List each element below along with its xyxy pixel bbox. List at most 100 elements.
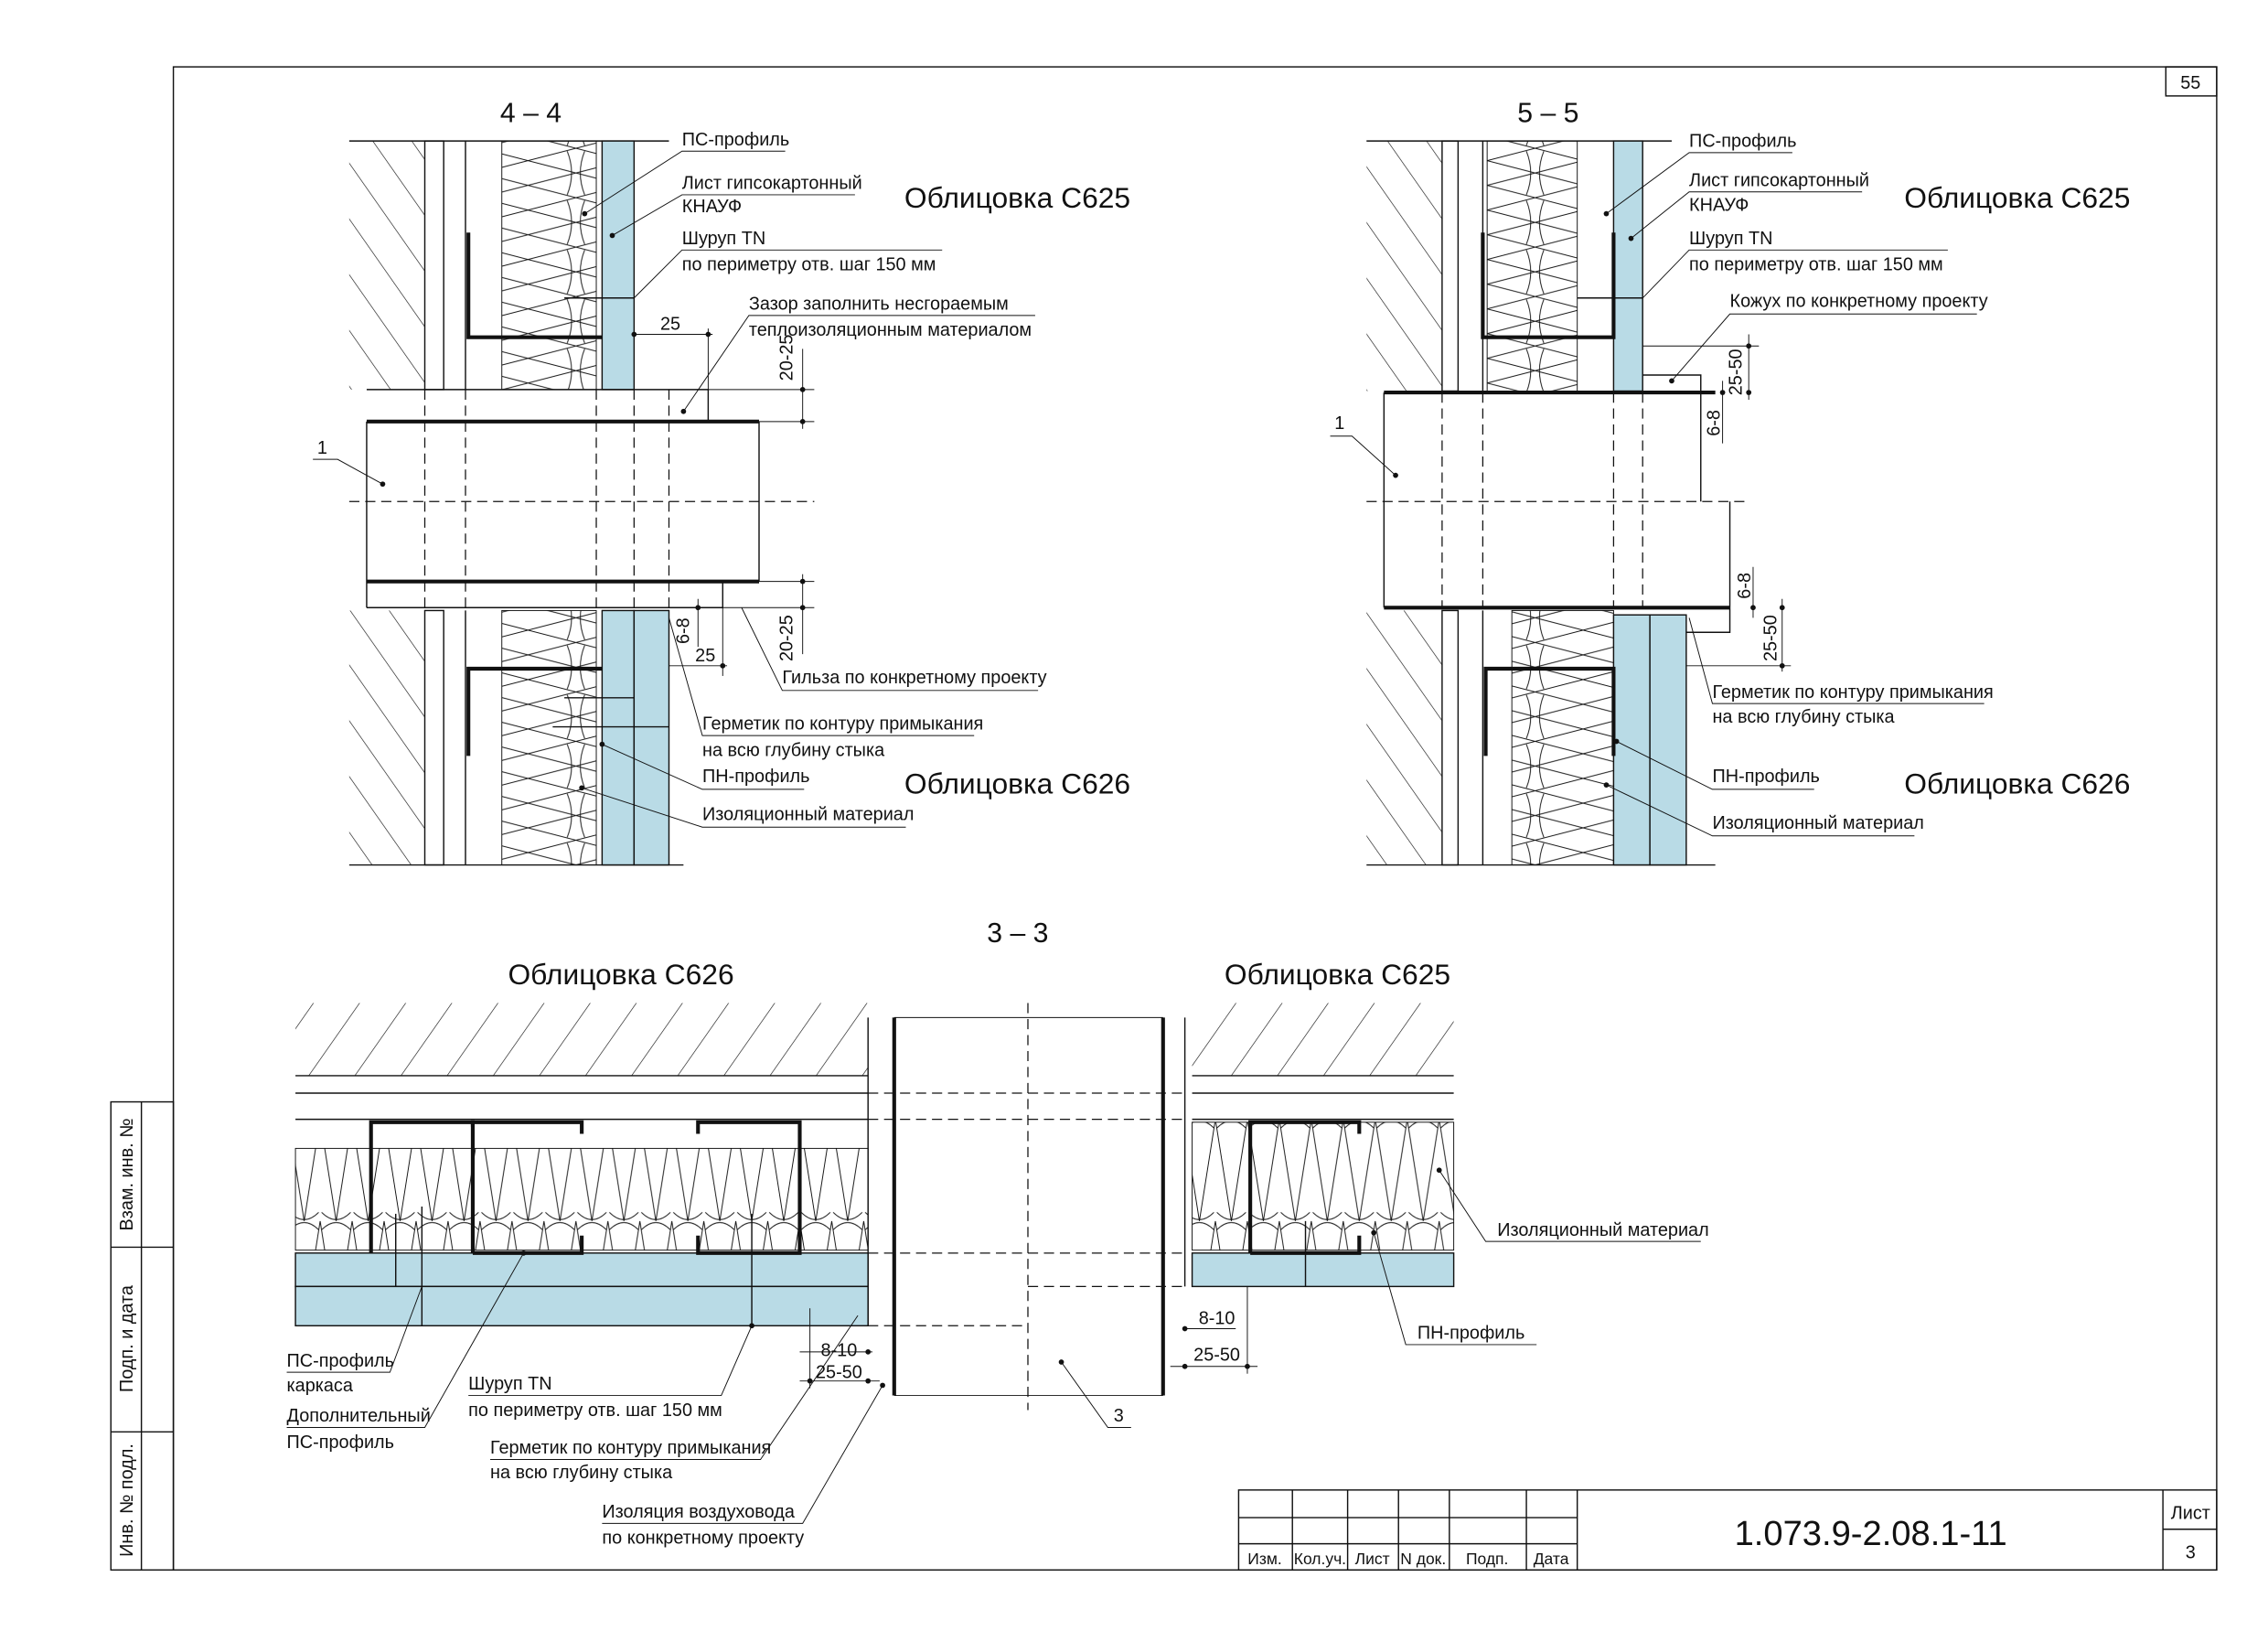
gypsum-board <box>1612 140 1643 392</box>
label-screw-1: Шуруп TN <box>682 229 765 249</box>
dim-8-10-right: 8-10 <box>1199 1309 1236 1329</box>
sheet-label: Лист <box>2171 1504 2210 1524</box>
gypsum-board <box>1612 614 1651 866</box>
title-block: Изм. Кол.уч. Лист N док. Подп. Дата 1.07… <box>1237 1489 2218 1571</box>
callouts: Облицовка С625 Облицовка С626 ПС-профиль… <box>313 130 1130 828</box>
document-code: 1.073.9-2.08.1-11 <box>1735 1514 2007 1553</box>
gypsum-board <box>294 1285 869 1326</box>
dim-25-50-top: 25-50 <box>1726 349 1746 395</box>
gypsum-board <box>1191 1252 1455 1288</box>
sleeve <box>366 389 710 422</box>
label-sealant-1: Герметик по контуру примыкания <box>490 1438 771 1458</box>
wall-geometry <box>294 1003 1455 1411</box>
label-gypsum-1: Лист гипсокартонный <box>1689 170 1869 190</box>
corner-page-number: 55 <box>2180 73 2200 93</box>
col-kol-uch: Кол.уч. <box>1294 1550 1346 1568</box>
pn-profile <box>466 666 603 756</box>
gypsum-board <box>1649 614 1687 866</box>
section-title: 4 – 4 <box>500 98 562 128</box>
gypsum-board <box>601 609 636 866</box>
gypsum-board <box>601 140 636 391</box>
label-duct-insulation-1: Изоляция воздуховода <box>602 1502 795 1522</box>
dimensions: 25 20-25 20-25 6-8 25 <box>631 315 815 676</box>
label-ps-frame-1: ПС-профиль <box>287 1351 394 1371</box>
label-duct-insulation-2: по конкретному проекту <box>602 1529 804 1549</box>
section-title: 5 – 5 <box>1517 98 1578 128</box>
pn-profile <box>1483 666 1616 756</box>
section-4-4: 4 – 4 <box>313 98 1130 866</box>
gypsum-board <box>294 1252 869 1288</box>
dim-25-bottom: 25 <box>695 646 715 666</box>
ps-profile <box>369 1120 476 1253</box>
col-data: Дата <box>1534 1550 1569 1568</box>
label-gypsum-2: КНАУФ <box>682 197 742 217</box>
stamp-original-inv: Инв. № подл. <box>117 1443 137 1557</box>
dim-25-top: 25 <box>660 315 680 335</box>
cladding-c625: Облицовка С625 <box>1904 181 2130 214</box>
label-pn-profile: ПН-профиль <box>1418 1324 1524 1344</box>
label-position-1: 1 <box>317 438 327 458</box>
sheet-frame: 55 <box>172 66 2218 1571</box>
label-gap-1: Зазор заполнить несгораемым <box>749 294 1009 314</box>
stamp-sign-date: Подп. и дата <box>117 1284 137 1392</box>
ps-profile <box>1481 232 1616 339</box>
dim-25-50-bottom: 25-50 <box>1760 615 1781 661</box>
label-pn-profile: ПН-профиль <box>1712 767 1819 787</box>
label-gypsum-1: Лист гипсокартонный <box>682 174 862 194</box>
sheet-number: 3 <box>2186 1543 2196 1563</box>
callouts: Облицовка С625 Облицовка С626 ПС-профиль… <box>1330 132 2130 837</box>
cladding-c625: Облицовка С625 <box>904 181 1130 214</box>
label-ps-profile: ПС-профиль <box>682 130 789 150</box>
label-ps-frame-2: каркаса <box>287 1376 354 1396</box>
ps-profile <box>696 1120 802 1255</box>
dimensions: 25-50 6-8 6-8 25-50 <box>1642 334 1792 672</box>
cladding-c625: Облицовка С625 <box>1225 958 1450 991</box>
label-sealant-2: на всю глубину стыка <box>490 1463 673 1483</box>
label-screw-2: по периметру отв. шаг 150 мм <box>1689 255 1943 275</box>
dim-25-50-left: 25-50 <box>816 1362 862 1382</box>
label-sealant-1: Герметик по контуру примыкания <box>702 714 983 735</box>
stamp-replacement-inv: Взам. инв. № <box>117 1118 137 1230</box>
ps-profile <box>466 232 603 339</box>
section-3-3: 3 – 3 Облицовка С626 Облицовка С625 <box>287 918 1709 1549</box>
cladding-c626: Облицовка С626 <box>1904 767 2130 800</box>
label-screw-1: Шуруп TN <box>468 1374 551 1394</box>
label-extra-ps-1: Дополнительный <box>287 1406 431 1426</box>
section-5-5: 5 – 5 <box>1330 98 2130 866</box>
label-gap-2: теплоизоляционным материалом <box>749 320 1032 340</box>
dim-20-25-bottom: 20-25 <box>777 615 797 661</box>
label-screw-1: Шуруп TN <box>1689 229 1772 249</box>
dim-25-50-right: 25-50 <box>1193 1345 1240 1365</box>
label-insulation: Изоляционный материал <box>702 804 914 824</box>
cladding-c626: Облицовка С626 <box>508 958 733 991</box>
dim-6-8-top: 6-8 <box>1704 410 1724 436</box>
label-screw-2: по периметру отв. шаг 150 мм <box>468 1400 722 1421</box>
dim-6-8-bottom: 6-8 <box>1735 573 1755 599</box>
label-position-1: 1 <box>1334 413 1344 434</box>
pn-profile <box>1248 1120 1362 1253</box>
label-sealant-1: Герметик по контуру примыкания <box>1712 682 1993 703</box>
casing <box>1685 607 1731 633</box>
label-extra-ps-2: ПС-профиль <box>287 1432 394 1453</box>
dim-6-8: 6-8 <box>674 617 694 644</box>
label-sealant-2: на всю глубину стыка <box>1712 707 1895 727</box>
gypsum-board <box>633 609 670 866</box>
casing <box>1642 374 1702 393</box>
extra-ps-profile <box>470 1120 584 1134</box>
dim-20-25-top: 20-25 <box>777 335 797 381</box>
label-insulation: Изоляционный материал <box>1712 813 1923 833</box>
col-list: Лист <box>1355 1550 1390 1568</box>
label-sleeve: Гильза по конкретному проекту <box>782 668 1046 688</box>
label-gypsum-2: КНАУФ <box>1689 195 1749 215</box>
col-n-dok: N док. <box>1400 1550 1446 1568</box>
label-position-3: 3 <box>1114 1406 1124 1426</box>
wall-geometry <box>348 140 815 866</box>
section-title: 3 – 3 <box>987 918 1048 949</box>
col-podp: Подп. <box>1466 1550 1508 1568</box>
col-izm: Изм. <box>1247 1550 1281 1568</box>
label-ps-profile: ПС-профиль <box>1689 132 1796 152</box>
label-pn-profile: ПН-профиль <box>702 767 809 787</box>
dim-8-10-left: 8-10 <box>821 1341 858 1361</box>
label-casing: Кожух по конкретному проекту <box>1730 291 1988 311</box>
